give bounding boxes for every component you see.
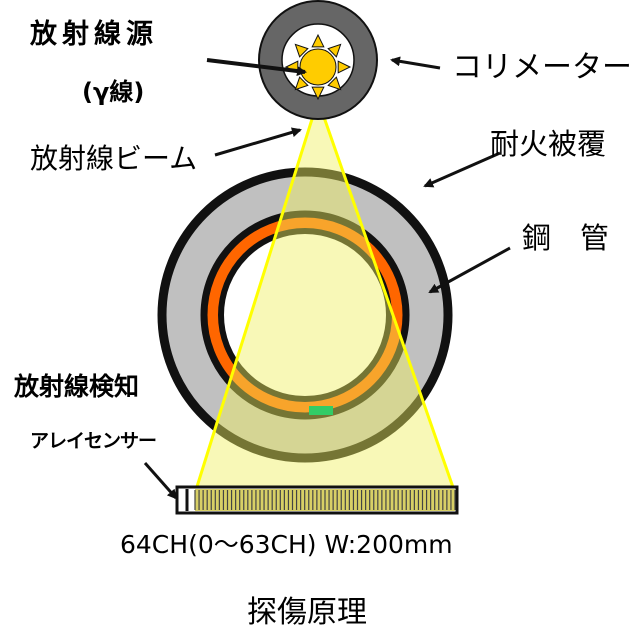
label-source-gamma: (γ線)	[82, 78, 144, 106]
sun-ray	[311, 33, 325, 48]
sun-core	[299, 48, 337, 86]
label-collimator: コリメーター	[452, 50, 632, 85]
label-source: 放射線源	[29, 18, 158, 50]
sun-ray	[294, 76, 309, 91]
label-fireproof: 耐火被覆	[490, 127, 606, 161]
arrow-fireproof	[423, 151, 501, 188]
arrow-beam	[214, 127, 302, 157]
caption: 探傷原理	[247, 595, 367, 630]
label-detector: 放射線検知	[13, 372, 139, 401]
arrow-sensor	[143, 462, 178, 500]
sun-source-icon	[284, 33, 352, 101]
sun-ray	[294, 43, 309, 58]
label-steel-pipe: 鋼 管	[522, 221, 609, 255]
sun-ray	[311, 86, 325, 101]
sensor-array	[175, 485, 459, 515]
sun-ray	[337, 60, 352, 74]
defect-marker	[309, 406, 333, 415]
sun-ray	[327, 76, 342, 91]
arrow-source	[206, 58, 307, 76]
label-array-sensor: アレイセンサー	[30, 430, 156, 452]
arrow-steel-pipe	[428, 246, 511, 294]
label-beam: 放射線ビーム	[30, 142, 197, 175]
label-sensor-spec: 64CH(0〜63CH) W:200mm	[120, 530, 453, 559]
arrow-collimator	[390, 56, 441, 70]
sensor-channels	[194, 490, 456, 510]
sun-ray	[327, 43, 342, 58]
